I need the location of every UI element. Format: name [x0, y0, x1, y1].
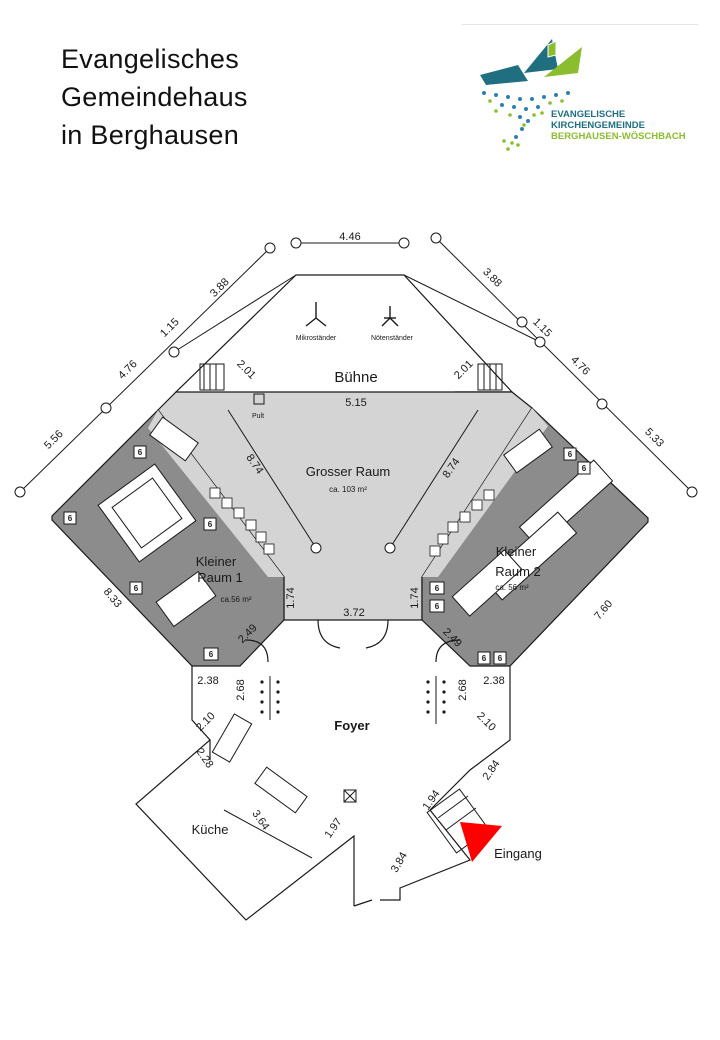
entrance-marker-icon	[460, 822, 502, 862]
music-stand-label: Nötenständer	[371, 335, 414, 342]
dim-left-5-56: 5.56	[42, 428, 66, 452]
stack-count: 6	[138, 448, 143, 457]
main-hall-area: ca. 103 m²	[329, 485, 367, 494]
dim-entrance-bottom: 3.84	[389, 850, 410, 875]
logo-text: EVANGELISCHE KIRCHENGEMEINDE BERGHAUSEN-…	[551, 109, 686, 142]
dim-foyer-left-vert: 2.68	[235, 679, 247, 700]
dim-foyer-right-diag: 2.10	[474, 710, 498, 734]
church-logo: EVANGELISCHE KIRCHENGEMEINDE BERGHAUSEN-…	[462, 24, 698, 165]
small-room-1-label-1: Kleiner	[196, 554, 237, 569]
dim-foyer-left-top: 2.38	[197, 675, 218, 687]
title-line-3: in Berghausen	[61, 120, 240, 150]
stack-count: 6	[435, 602, 440, 611]
title-line-2: Gemeindehaus	[61, 82, 248, 112]
page-title: Evangelisches Gemeindehaus in Berghausen	[61, 40, 248, 154]
stack-count: 6	[568, 450, 573, 459]
dim-right-4-76: 4.76	[568, 354, 592, 378]
mic-stand-label: Mikroständer	[296, 335, 337, 342]
dim-right-1-15: 1.15	[530, 316, 554, 340]
dim-room2-side: 7.60	[592, 598, 615, 622]
logo-mark-icon	[480, 39, 582, 151]
entrance-label: Eingang	[494, 846, 542, 861]
stack-count: 6	[134, 584, 139, 593]
dim-hall-right-side: 1.74	[409, 587, 421, 608]
logo-line-2: KIRCHENGEMEINDE	[551, 120, 645, 131]
main-hall-label: Grosser Raum	[306, 464, 391, 479]
stack-count: 6	[482, 654, 487, 663]
stack-count: 6	[498, 654, 503, 663]
stage-label: Bühne	[334, 369, 377, 386]
stack-count: 6	[582, 464, 587, 473]
dim-entrance-right: 2.84	[480, 758, 502, 782]
dim-left-1-15: 1.15	[158, 316, 182, 340]
stack-count: 6	[208, 520, 213, 529]
dim-upper-left-diag: 3.88	[208, 276, 232, 300]
dim-stage-depth: 5.15	[345, 397, 366, 409]
dim-kitchen-right: 1.97	[322, 816, 344, 840]
logo-line-1: EVANGELISCHE	[551, 109, 626, 120]
dim-foyer-right-top: 2.38	[483, 675, 504, 687]
stack-count: 6	[209, 650, 214, 659]
small-room-2-label-2: Raum 2	[495, 564, 541, 579]
dim-top-width: 4.46	[339, 231, 360, 243]
stack-count: 6	[68, 514, 73, 523]
dim-kitchen-inner: 3.64	[249, 808, 271, 832]
dim-foyer-right-vert: 2.68	[457, 679, 469, 700]
dim-kitchen-wall: 2.28	[193, 746, 215, 770]
foyer-label: Foyer	[334, 718, 369, 733]
kitchen-label: Küche	[192, 822, 229, 837]
dim-hall-bottom: 3.72	[343, 607, 364, 619]
stack-count: 6	[435, 584, 440, 593]
small-room-1-label-2: Raum 1	[197, 570, 243, 585]
small-room-1-area: ca.56 m²	[220, 595, 251, 604]
dim-hall-left-side: 1.74	[285, 587, 297, 608]
small-room-2-label-1: Kleiner	[496, 544, 537, 559]
logo-line-3: BERGHAUSEN-WÖSCHBACH	[551, 131, 686, 142]
small-room-2-area: ca. 56 m²	[495, 583, 529, 592]
dim-foyer-left-diag: 2.10	[194, 710, 218, 734]
title-line-1: Evangelisches	[61, 44, 240, 74]
lectern-label: Pult	[252, 413, 264, 420]
